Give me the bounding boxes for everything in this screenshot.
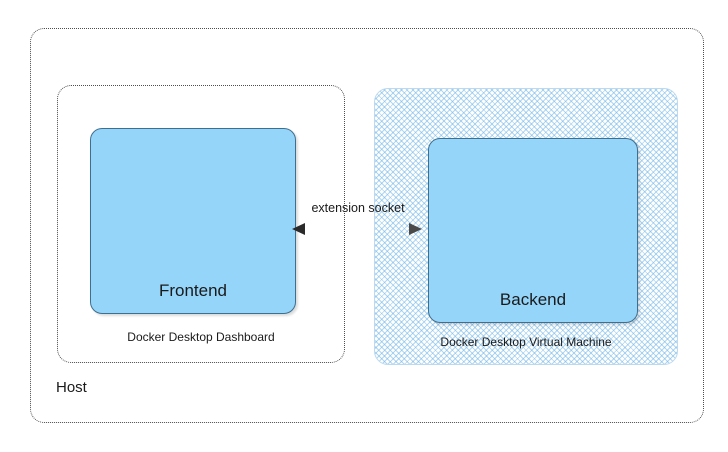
backend-node: Backend [428, 138, 638, 323]
host-container [30, 28, 704, 423]
host-label: Host [56, 379, 87, 396]
backend-node-label: Backend [499, 290, 567, 309]
extension-socket-label: extension socket [311, 201, 405, 215]
frontend-node: Frontend [90, 128, 296, 314]
frontend-node-label: Frontend [158, 281, 228, 300]
virtual-machine-container-label: Docker Desktop Virtual Machine [440, 335, 612, 349]
dashboard-container-label: Docker Desktop Dashboard [127, 330, 275, 344]
